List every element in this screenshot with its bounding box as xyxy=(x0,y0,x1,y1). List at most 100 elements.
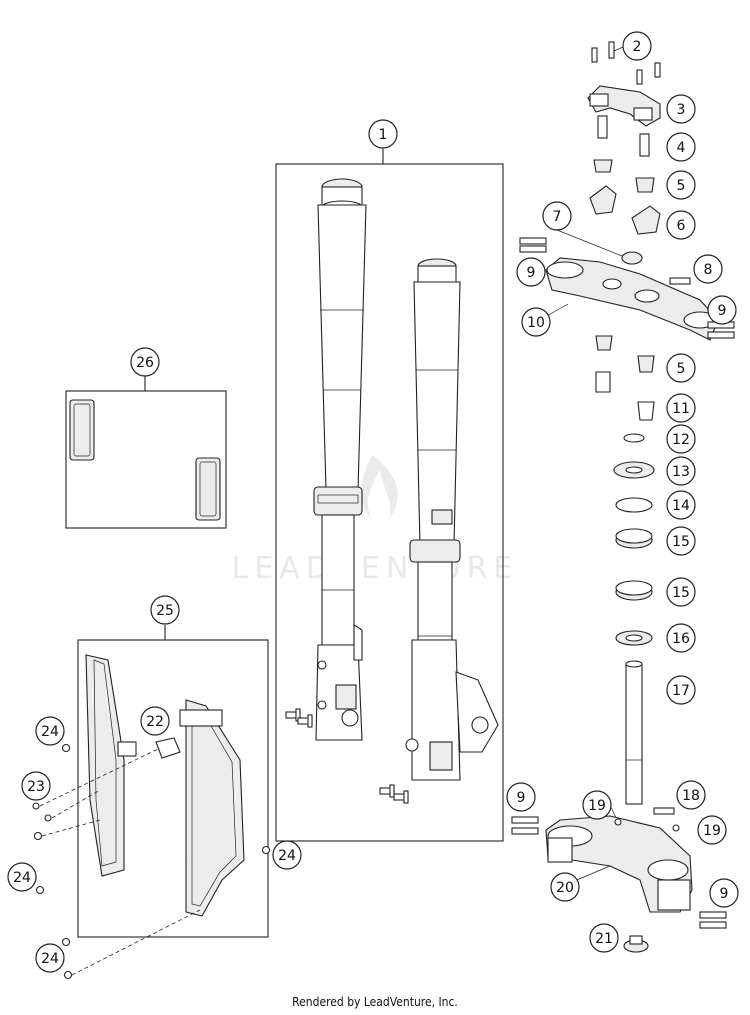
callout-number: 24 xyxy=(278,848,296,864)
clamp-bolts-lower xyxy=(511,807,727,929)
callout-c9b: 9 xyxy=(707,295,737,325)
callout-circle xyxy=(35,943,65,973)
callout-c2: 2 xyxy=(622,31,652,61)
callout-number: 9 xyxy=(517,790,526,806)
callout-c17: 17 xyxy=(666,675,696,705)
callout-circle xyxy=(666,210,696,240)
callout-c12: 12 xyxy=(666,424,696,454)
callout-c10: 10 xyxy=(521,307,551,337)
callout-c4: 4 xyxy=(666,132,696,162)
callout-number: 4 xyxy=(677,140,686,156)
stem-nut xyxy=(621,251,643,265)
footer-credit: Rendered by LeadVenture, Inc. xyxy=(292,995,458,1009)
stem-plug xyxy=(623,935,649,953)
callout-circle xyxy=(666,577,696,607)
callout-circle xyxy=(622,31,652,61)
callout-circle xyxy=(666,353,696,383)
callout-number: 2 xyxy=(633,39,642,55)
callout-number: 11 xyxy=(672,401,690,417)
callout-number: 15 xyxy=(672,534,690,550)
callout-c14: 14 xyxy=(666,490,696,520)
callout-circle xyxy=(150,595,180,625)
callout-number: 14 xyxy=(672,498,690,514)
callout-number: 15 xyxy=(672,585,690,601)
callout-circle xyxy=(516,257,546,287)
lower-triple-clamp xyxy=(545,815,693,913)
callout-circle xyxy=(666,170,696,200)
callout-number: 17 xyxy=(672,683,690,699)
fork-assembly-group xyxy=(275,163,504,842)
callout-c24a: 24 xyxy=(35,716,65,746)
callout-number: 13 xyxy=(672,464,690,480)
callout-circle xyxy=(666,424,696,454)
callout-c11: 11 xyxy=(666,393,696,423)
callout-circle xyxy=(542,201,572,231)
callout-number: 19 xyxy=(588,798,606,814)
callout-circle xyxy=(35,716,65,746)
callout-number: 19 xyxy=(703,823,721,839)
callout-c3: 3 xyxy=(666,94,696,124)
steering-bushings xyxy=(595,335,655,421)
callout-circle xyxy=(666,675,696,705)
callout-c24d: 24 xyxy=(35,943,65,973)
callout-circle xyxy=(697,815,727,845)
callout-number: 23 xyxy=(27,779,45,795)
callout-circle xyxy=(707,295,737,325)
watermark: LEADVENTURE xyxy=(232,455,512,586)
callout-circle xyxy=(666,393,696,423)
protector-screws xyxy=(32,743,271,980)
handlebar-supports xyxy=(589,185,661,235)
callout-circle xyxy=(666,456,696,486)
callout-circle xyxy=(676,780,706,810)
handlebar-clamp xyxy=(587,85,661,127)
fork-leg-right xyxy=(405,258,499,781)
callout-c21: 21 xyxy=(589,923,619,953)
callout-circle xyxy=(666,526,696,556)
fork-leg-left xyxy=(313,178,367,741)
callout-circle xyxy=(506,782,536,812)
callout-circle xyxy=(582,790,612,820)
callout-number: 7 xyxy=(553,209,562,225)
callout-c15b: 15 xyxy=(666,577,696,607)
callout-circle xyxy=(130,347,160,377)
callout-number: 8 xyxy=(704,262,713,278)
callout-number: 22 xyxy=(146,714,164,730)
callout-c5a: 5 xyxy=(666,170,696,200)
callout-c19b: 19 xyxy=(697,815,727,845)
callout-c5b: 5 xyxy=(666,353,696,383)
fork-protector-right xyxy=(179,699,245,917)
callout-number: 1 xyxy=(379,127,388,143)
clamp-bolts-upper xyxy=(519,237,735,339)
callout-circle xyxy=(666,623,696,653)
callout-number: 20 xyxy=(556,880,574,896)
callout-c18: 18 xyxy=(676,780,706,810)
callout-number: 3 xyxy=(677,102,686,118)
callout-number: 18 xyxy=(682,788,700,804)
callout-number: 24 xyxy=(13,870,31,886)
cable-guide xyxy=(155,737,181,759)
callout-c20: 20 xyxy=(550,872,580,902)
callout-circle xyxy=(521,307,551,337)
callout-c25: 25 xyxy=(150,595,180,625)
callout-c26: 26 xyxy=(130,347,160,377)
callout-number: 24 xyxy=(41,724,59,740)
assembly-lines xyxy=(39,747,201,976)
callout-c16: 16 xyxy=(666,623,696,653)
rubber-bushings xyxy=(593,159,655,193)
callout-c24b: 24 xyxy=(7,862,37,892)
callout-number: 5 xyxy=(677,361,686,377)
callout-c9d: 9 xyxy=(709,878,739,908)
callout-number: 16 xyxy=(672,631,690,647)
callout-c9c: 9 xyxy=(506,782,536,812)
upper-triple-clamp xyxy=(545,257,719,341)
callout-number: 9 xyxy=(527,265,536,281)
fork-clamp-screws xyxy=(285,708,409,804)
steering-stem xyxy=(625,660,643,805)
callout-number: 9 xyxy=(718,303,727,319)
callout-number: 5 xyxy=(677,178,686,194)
handlebar-screws xyxy=(591,41,661,85)
callout-circle xyxy=(589,923,619,953)
callout-circle xyxy=(272,840,302,870)
callout-number: 21 xyxy=(595,931,613,947)
